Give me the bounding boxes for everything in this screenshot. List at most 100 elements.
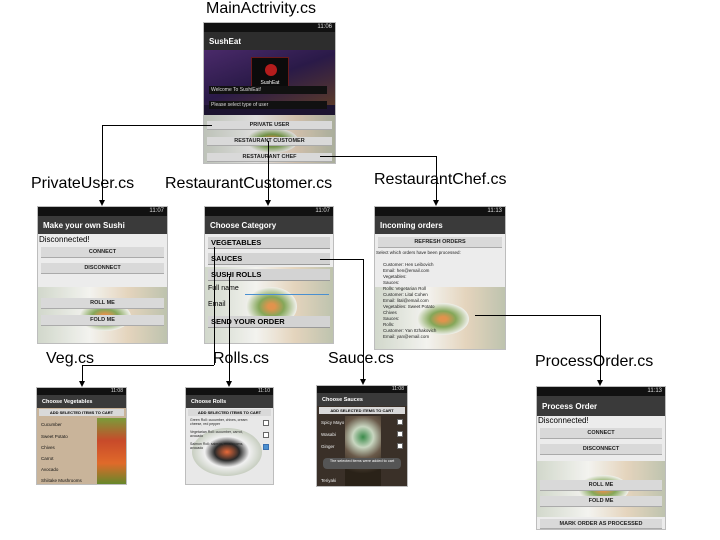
checkbox-checked[interactable] <box>263 444 269 450</box>
process-order-screen: 11:13 Process Order Disconnected! CONNEC… <box>536 386 666 530</box>
connector-customer-rolls <box>229 276 230 381</box>
checkbox[interactable] <box>397 431 403 437</box>
roll-me-button[interactable]: ROLL ME <box>41 298 164 309</box>
restaurant-chef-button[interactable]: RESTAURANT CHEF <box>207 153 332 162</box>
add-to-cart-button[interactable]: ADD SELECTED ITEMS TO CART <box>188 409 271 416</box>
label-restaurant-customer: RestaurantCustomer.cs <box>165 175 333 192</box>
app-bar: Choose Vegetables <box>37 395 126 408</box>
arrow-down-icon <box>433 200 439 206</box>
checkbox[interactable] <box>397 419 403 425</box>
sauce-item[interactable]: Ginger <box>321 444 335 449</box>
order-line: Rolls: Vegetarian Roll <box>383 286 427 291</box>
order-line: Sauces: <box>383 280 400 285</box>
roll-me-button[interactable]: ROLL ME <box>540 480 662 491</box>
label-sauce: Sauce.cs <box>328 350 394 367</box>
sushi-plate-image <box>375 287 505 349</box>
app-bar: Make your own Sushi <box>38 216 167 234</box>
email-field[interactable]: Email <box>208 301 226 308</box>
connection-status: Disconnected! <box>538 416 589 425</box>
checkbox[interactable] <box>263 420 269 426</box>
fold-me-button[interactable]: FOLD ME <box>41 315 164 326</box>
status-bar: 11:07 <box>205 207 333 216</box>
mark-processed-button[interactable]: MARK ORDER AS PROCESSED <box>540 519 662 529</box>
added-to-cart-toast: The selected items were added to cart <box>323 458 401 469</box>
sushi-rolls-image <box>192 428 262 476</box>
vegetables-image <box>97 418 126 484</box>
app-bar: SushEat <box>204 32 335 50</box>
roll-item[interactable]: Vegetarian Roll: cucumber, carrot, avoca… <box>190 430 243 438</box>
connector-main-customer <box>268 141 269 203</box>
order-line[interactable]: Customer: Lital Cohen <box>383 292 428 297</box>
sauces-button[interactable]: SAUCES <box>208 253 330 265</box>
label-veg: Veg.cs <box>46 350 95 367</box>
sauce-item[interactable]: Wasabi <box>321 432 336 437</box>
logo-circle-icon <box>265 64 277 76</box>
label-restaurant-chef: RestaurantChef.cs <box>374 171 507 188</box>
send-order-button[interactable]: SEND YOUR ORDER <box>208 316 330 328</box>
veg-item[interactable]: Shiitake Mushrooms <box>41 478 82 483</box>
app-bar: Choose Category <box>205 216 333 234</box>
app-title: Incoming orders <box>380 220 443 230</box>
add-to-cart-button[interactable]: ADD SELECTED ITEMS TO CART <box>319 407 405 414</box>
arrow-down-icon <box>226 381 232 387</box>
connector-main-chef <box>436 156 437 203</box>
label-main-activity: MainActrivity.cs <box>206 0 316 17</box>
refresh-orders-button[interactable]: REFRESH ORDERS <box>378 237 502 248</box>
connector-main-chef <box>320 156 436 157</box>
sauce-item[interactable]: Teriyaki <box>321 478 337 483</box>
connector-main-private <box>102 125 103 203</box>
veg-item[interactable]: Avocado <box>41 467 59 472</box>
label-private-user: PrivateUser.cs <box>31 175 135 192</box>
roll-item[interactable]: Salmon Roll: salmon, mushrooms, avocado <box>190 442 244 450</box>
order-line: Vegetables: <box>383 274 407 279</box>
connector-chef-process <box>475 315 600 316</box>
select-processed-text: Select which orders have been processed: <box>376 250 461 255</box>
connect-button[interactable]: CONNECT <box>41 247 164 258</box>
veg-item[interactable]: Carrot <box>41 456 54 461</box>
app-title: Choose Vegetables <box>42 398 93 405</box>
checkbox[interactable] <box>263 432 269 438</box>
main-activity-screen: 11:06 SushEat SushEat Welcome To SushiEa… <box>203 22 336 164</box>
vegetables-button[interactable]: VEGETABLES <box>208 237 330 249</box>
order-line[interactable]: Customer: Hen Leibovich <box>383 262 434 267</box>
connector-chef-process <box>600 315 601 381</box>
full-name-field[interactable]: Full name <box>208 285 239 292</box>
connector-customer-veg <box>82 365 214 366</box>
app-bar: Choose Rolls <box>186 395 273 408</box>
order-line: Vegetables: Sweet Potato <box>383 304 435 309</box>
add-to-cart-button[interactable]: ADD SELECTED ITEMS TO CART <box>39 409 124 416</box>
status-bar: 11:08 <box>317 386 407 393</box>
restaurant-customer-screen: 11:07 Choose Category VEGETABLES SAUCES … <box>204 206 334 344</box>
connect-button[interactable]: CONNECT <box>540 428 662 439</box>
order-line: Email: lital@email.com <box>383 298 429 303</box>
veg-item[interactable]: Chives <box>41 445 55 450</box>
private-user-button[interactable]: PRIVATE USER <box>207 121 332 130</box>
arrow-down-icon <box>265 200 271 206</box>
status-bar: 11:08 <box>37 388 126 395</box>
sauces-image <box>345 416 381 486</box>
app-title: Process Order <box>542 401 598 411</box>
order-line: Chives <box>383 310 397 315</box>
restaurant-customer-button[interactable]: RESTAURANT CUSTOMER <box>207 137 332 146</box>
arrow-down-icon <box>360 379 366 385</box>
checkbox[interactable] <box>397 443 403 449</box>
private-user-screen: 11:07 Make your own Sushi Disconnected! … <box>37 206 168 344</box>
app-bar: Process Order <box>537 396 665 416</box>
order-line: Rolls: <box>383 322 395 327</box>
disconnect-button[interactable]: DISCONNECT <box>41 263 164 274</box>
order-line: Email: yan@email.com <box>383 334 430 339</box>
label-rolls: Rolls.cs <box>213 350 270 367</box>
arrow-down-icon <box>79 381 85 387</box>
veg-item[interactable]: Cucumber <box>41 422 62 427</box>
connector-customer-sauce <box>363 259 364 380</box>
app-title: Make your own Sushi <box>43 220 125 230</box>
status-bar: 11:06 <box>204 23 335 32</box>
sauce-item[interactable]: Spicy Mayo <box>321 420 345 425</box>
veg-item[interactable]: Sweet Potato <box>41 434 68 439</box>
status-bar: 11:10 <box>186 388 273 395</box>
disconnect-button[interactable]: DISCONNECT <box>540 444 662 455</box>
order-line[interactable]: Customer: Yan Itzhakovich <box>383 328 437 333</box>
sushi-rolls-button[interactable]: SUSHI ROLLS <box>208 269 330 281</box>
fold-me-button[interactable]: FOLD ME <box>540 496 662 507</box>
roll-item[interactable]: Green Roll: cucumber, chives, cream chee… <box>190 418 248 426</box>
